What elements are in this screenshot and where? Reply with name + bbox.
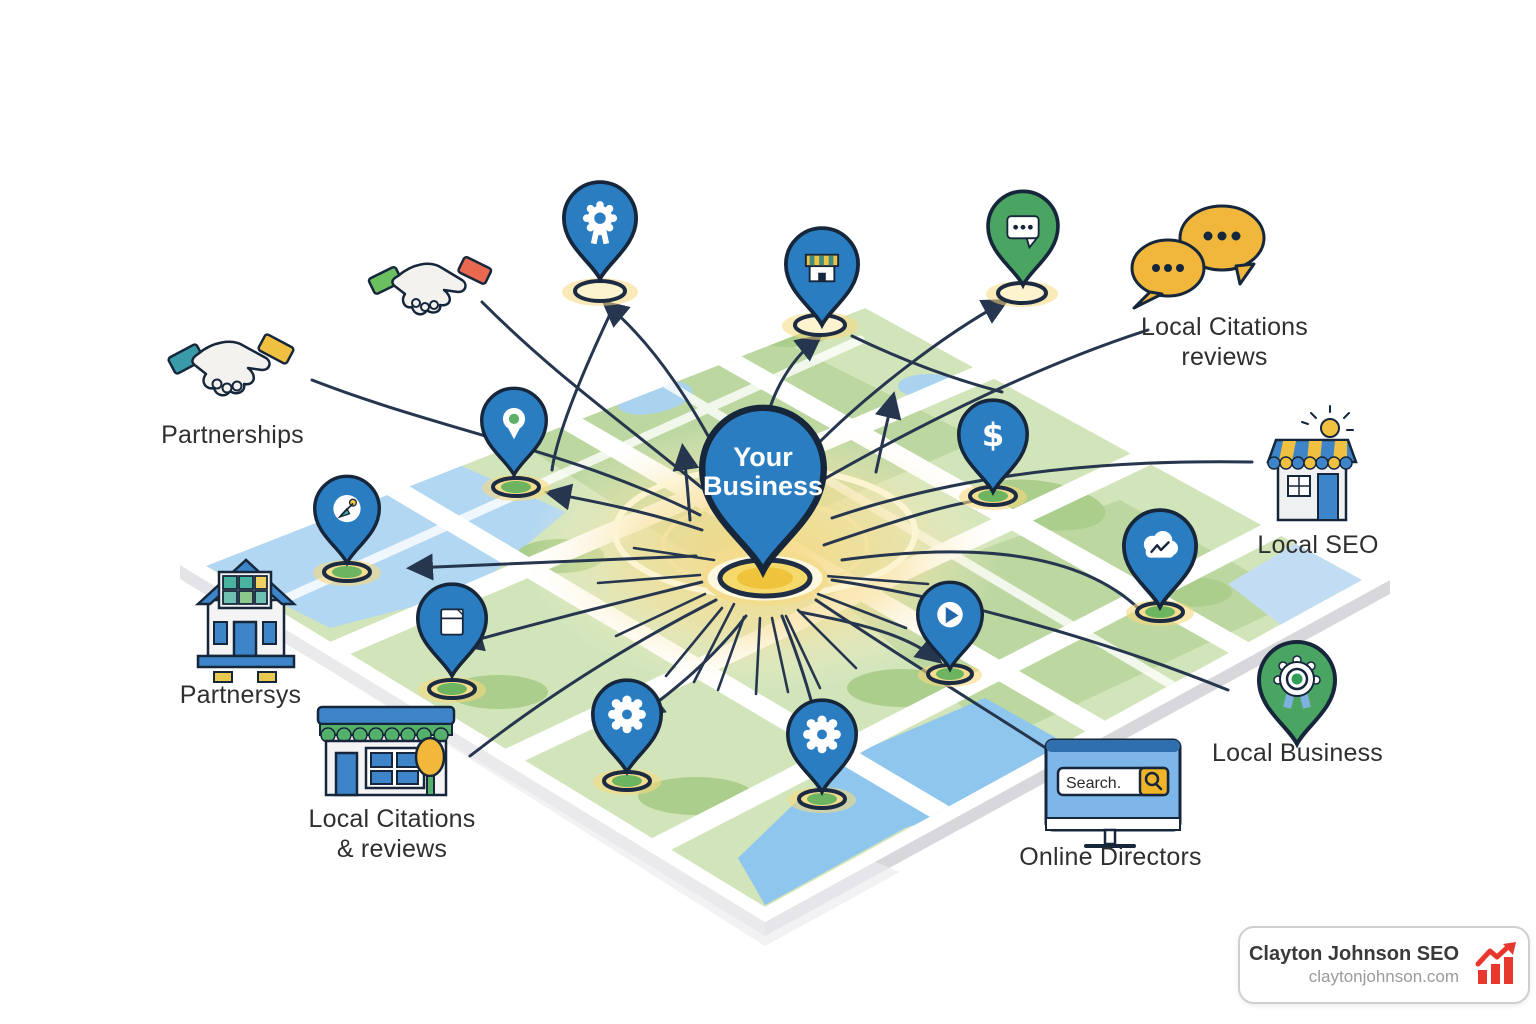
pin-compass	[313, 474, 381, 565]
document-icon	[440, 608, 464, 636]
center-pin-line: Your	[733, 442, 793, 472]
label-line: & reviews	[336, 835, 448, 863]
center-pin-line: Business	[702, 471, 824, 501]
storefront-icon	[804, 253, 840, 283]
label-partnerships: Partnerships	[161, 421, 304, 449]
chat-bubble-icon	[1006, 215, 1040, 250]
pin-gear-1	[590, 678, 664, 774]
label-partnersys: Partnersys	[179, 681, 302, 709]
pin-chart	[1122, 508, 1198, 609]
base-location	[482, 475, 550, 501]
label-local-citations-reviews-right: Local Citations reviews	[1112, 312, 1337, 372]
base-center	[702, 550, 828, 606]
label-line: Local Citations	[308, 805, 476, 833]
award-badge-icon	[1273, 655, 1321, 709]
label-local-business: Local Business	[1212, 739, 1383, 767]
chart-cloud-icon	[1143, 531, 1179, 558]
handshake-icon	[367, 255, 493, 316]
label-line: Local Citations	[1141, 313, 1308, 341]
local-seo-store-icon	[1266, 405, 1358, 522]
pin-location	[480, 386, 548, 477]
label-local-seo: Local SEO	[1257, 531, 1379, 559]
watermark-url: claytonjohnson.com	[1308, 967, 1460, 986]
location-dot-icon	[502, 407, 526, 440]
pin-document	[415, 582, 489, 678]
base-gear-1	[593, 769, 661, 795]
pin-bases	[313, 278, 1194, 813]
pin-play	[916, 580, 984, 671]
play-icon	[937, 601, 963, 628]
label-online-directors: Online Directors	[1019, 843, 1202, 871]
handshake-icon	[167, 333, 295, 397]
pin-local-business	[1257, 640, 1337, 746]
base-play	[918, 663, 982, 687]
base-award	[562, 278, 638, 306]
center-burst	[596, 546, 930, 696]
citations-store-icon	[316, 705, 456, 797]
base-document	[418, 677, 486, 703]
house-icon	[194, 558, 298, 683]
pin-dollar: $	[956, 398, 1029, 494]
base-compass	[313, 560, 381, 586]
reviews-bubbles-icon	[1130, 204, 1266, 310]
map-pins: $	[313, 180, 1337, 794]
label-line: reviews	[1181, 343, 1268, 371]
dollar-icon: $	[982, 416, 1005, 454]
label-local-citations-reviews-left: Local Citations & reviews	[282, 804, 502, 864]
watermark-brand-name: Clayton Johnson SEO	[1248, 943, 1460, 965]
growth-chart-icon	[1475, 942, 1517, 984]
pin-storefront	[784, 226, 860, 327]
online-directory-monitor-icon: Search.	[1044, 738, 1182, 848]
pin-gear-2	[785, 698, 859, 794]
pin-chat	[986, 189, 1060, 288]
award-ribbon-icon	[582, 201, 618, 245]
center-pin-label: Your Business	[683, 443, 843, 501]
base-dollar	[959, 484, 1027, 510]
monitor-search-text: Search.	[1066, 775, 1121, 792]
pin-award	[562, 180, 638, 281]
gear-icon	[608, 695, 646, 734]
watermark-card: Clayton Johnson SEO claytonjohnson.com	[1238, 926, 1530, 1004]
magnifier-icon	[1144, 771, 1163, 791]
base-chart	[1126, 600, 1194, 626]
watermark-text: Clayton Johnson SEO claytonjohnson.com	[1249, 942, 1459, 988]
gear-icon	[803, 715, 841, 754]
base-gear-2	[788, 787, 856, 813]
link-compass-icon	[333, 495, 361, 523]
